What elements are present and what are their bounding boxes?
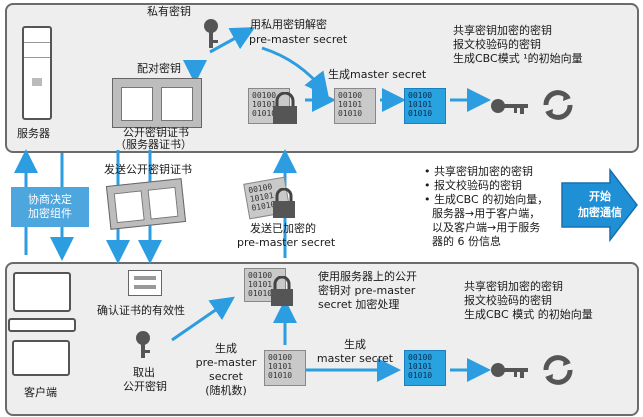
bullet-5: 以及客户端→用于服务 xyxy=(432,221,541,234)
to-decrypt-arrow xyxy=(209,27,256,54)
client-result-2: 报文校验码的密钥 xyxy=(464,294,552,307)
public-cert-label: 公开密钥证书 xyxy=(123,126,189,139)
server-result-3: 生成CBC模式 ¹的初始向量 xyxy=(453,52,583,65)
bullet-1: • 共享密钥加密的密钥 xyxy=(424,165,533,178)
bullet-2: • 报文校验码的密钥 xyxy=(424,179,522,192)
client-key-icon xyxy=(490,356,530,384)
server-result-1: 共享密钥加密的密钥 xyxy=(453,24,552,37)
server-cert-label: （服务器证书） xyxy=(115,138,192,151)
decrypt-premaster-label: pre-master secret xyxy=(249,33,348,46)
gen-pre-label-4: (随机数) xyxy=(205,384,247,397)
verify-cert-label: 确认证书的有效性 xyxy=(97,304,185,317)
server-label: 服务器 xyxy=(17,127,50,140)
private-key-icon xyxy=(200,18,222,50)
server-key-icon xyxy=(490,92,530,120)
client-label: 客户端 xyxy=(24,386,57,399)
bullet-6: 器的 6 份信息 xyxy=(432,235,501,248)
start-label-2: 加密通信 xyxy=(578,206,622,219)
negotiate-line2: 加密组件 xyxy=(28,207,72,220)
server-sync-icon xyxy=(540,87,576,123)
client-lock-icon xyxy=(268,275,296,308)
gen-pre-label-2: pre-master xyxy=(195,356,257,369)
verify-cert-icon xyxy=(128,270,162,296)
extract-label-1: 取出 xyxy=(133,366,155,379)
negotiate-box: 协商决定 加密组件 xyxy=(11,187,89,227)
client-encrypt-label-3: secret 加密处理 xyxy=(318,298,400,311)
decrypt-label: 用私用密钥解密 xyxy=(250,18,327,31)
send-cert-label: 发送公开密钥证书 xyxy=(104,163,192,176)
client-result-3: 生成CBC 模式 的初始向量 xyxy=(464,308,593,321)
bullet-3: • 生成CBC 的初始向量， xyxy=(424,193,549,206)
client-encrypt-label-2: 密钥对 pre-master xyxy=(318,284,416,297)
pre-to-lock-arrow xyxy=(171,296,235,342)
start-arrow-shape xyxy=(561,167,638,243)
client-gen-label-1: 生成 xyxy=(344,338,366,351)
client-base-icon xyxy=(8,318,76,332)
gen-pre-label-3: secret xyxy=(209,370,243,383)
extract-label-2: 公开密钥 xyxy=(123,380,167,393)
client-gen-label-2: master secret xyxy=(316,352,394,365)
client-tower-icon xyxy=(12,340,70,376)
decrypt-curve-arrow xyxy=(261,46,329,97)
extract-key-icon xyxy=(132,330,154,360)
server-lock-icon xyxy=(270,91,300,126)
client-result-1: 共享密钥加密的密钥 xyxy=(464,280,563,293)
client-panel xyxy=(5,262,639,416)
negotiate-line1: 协商决定 xyxy=(28,193,72,206)
client-encrypt-label-1: 使用服务器上的公开 xyxy=(318,270,417,283)
key-pair-label: 配对密钥 xyxy=(137,62,181,75)
send-encrypted-label-1: 发送已加密的 xyxy=(250,222,316,235)
start-label-1: 开始 xyxy=(589,190,611,203)
private-key-label: 私有密钥 xyxy=(147,5,191,18)
send-encrypted-label-2: pre-master secret xyxy=(237,236,336,249)
server-result-2: 报文校验码的密钥 xyxy=(453,38,541,51)
gen-pre-label-1: 生成 xyxy=(215,342,237,355)
sent-cert-icon xyxy=(105,178,187,230)
client-sync-icon xyxy=(540,352,576,388)
sent-lock-icon xyxy=(270,187,298,220)
gen-master-secret-label: 生成master secret xyxy=(328,68,427,81)
client-monitor-icon xyxy=(13,272,71,312)
bullet-4: 服务器→用于客户端， xyxy=(432,207,541,220)
server-icon xyxy=(22,26,52,120)
server-cert-icon xyxy=(112,78,202,128)
